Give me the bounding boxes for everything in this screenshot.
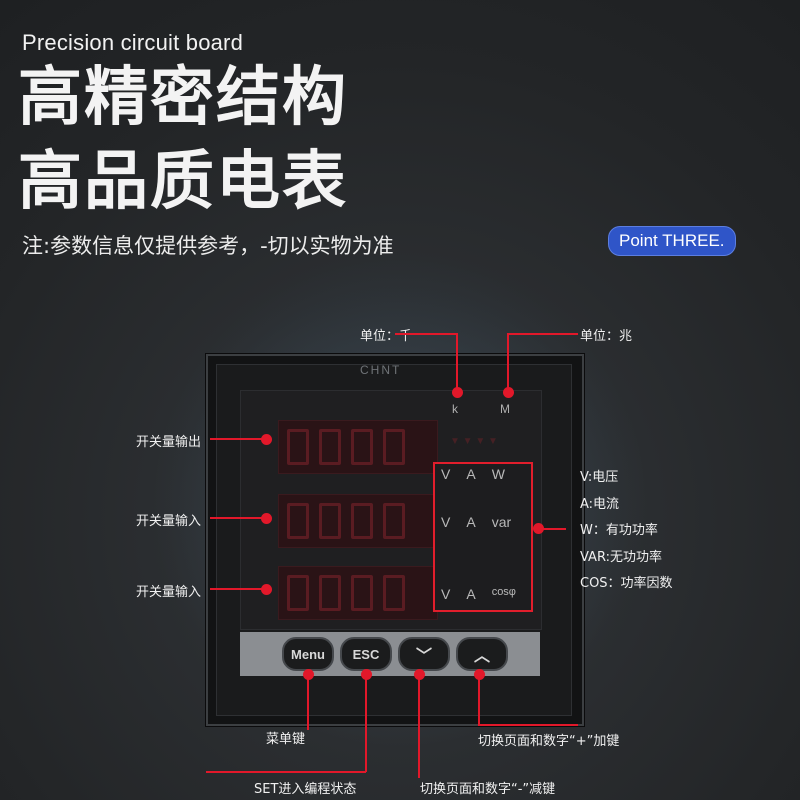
leader-line — [307, 675, 309, 730]
leader-line — [395, 333, 457, 335]
segment-digit — [383, 575, 405, 611]
label-switch-output: 开关量输出 — [136, 435, 202, 450]
label-minus-key: 切换页面和数字“-”减键 — [420, 782, 556, 797]
indicator-leds: ▼ ▼ ▼ ▼ — [450, 436, 498, 447]
unit-a: A — [466, 514, 476, 530]
leader-dot — [261, 584, 272, 595]
label-unit-mega: 单位：兆 — [580, 329, 633, 344]
legend-active-power: W：有功功率 — [580, 523, 658, 538]
display-row-3 — [278, 566, 438, 620]
disclaimer-note: 注:参数信息仅提供参考，-切以实物为准 — [22, 234, 394, 258]
leader-line — [478, 675, 480, 725]
leader-dot — [452, 387, 463, 398]
leader-line — [418, 675, 420, 778]
segment-digit — [383, 429, 405, 465]
legend-reactive-power: VAR:无功功率 — [580, 550, 662, 565]
leader-dot — [533, 523, 544, 534]
leader-dot — [261, 513, 272, 524]
units-panel — [433, 462, 533, 612]
label-switch-input-2: 开关量输入 — [136, 585, 202, 600]
unit-a: A — [466, 466, 476, 482]
leader-line — [210, 517, 265, 519]
leader-line — [206, 771, 366, 773]
segment-digit — [287, 503, 309, 539]
esc-button[interactable]: ESC — [340, 637, 392, 671]
leader-line — [478, 724, 578, 726]
label-unit-thousand: 单位：千 — [360, 329, 413, 344]
segment-digit — [319, 503, 341, 539]
unit-v: V — [441, 514, 451, 530]
leader-line — [540, 528, 566, 530]
segment-digit — [351, 429, 373, 465]
display-row-2 — [278, 494, 438, 548]
segment-digit — [319, 575, 341, 611]
leader-line — [508, 333, 578, 335]
menu-button[interactable]: Menu — [282, 637, 334, 671]
units-row-3: V A cosφ — [441, 586, 516, 602]
meter-brand-logo: CHNT — [360, 363, 402, 377]
up-button[interactable]: ︿ — [456, 637, 508, 671]
display-row-1 — [278, 420, 438, 474]
leader-dot — [414, 669, 425, 680]
leader-line — [456, 333, 458, 391]
legend-power-factor: COS：功率因数 — [580, 576, 673, 591]
segment-digit — [287, 429, 309, 465]
leader-line — [210, 438, 265, 440]
segment-digit — [351, 575, 373, 611]
leader-dot — [261, 434, 272, 445]
segment-digit — [287, 575, 309, 611]
unit-k-indicator: k — [452, 402, 458, 416]
leader-dot — [474, 669, 485, 680]
leader-dot — [503, 387, 514, 398]
leader-line — [507, 333, 509, 391]
units-row-1: V A W — [441, 466, 505, 482]
unit-v: V — [441, 586, 451, 602]
down-button[interactable]: ﹀ — [398, 637, 450, 671]
legend-current: A:电流 — [580, 497, 620, 512]
units-row-2: V A var — [441, 514, 511, 530]
unit-cos: cosφ — [491, 586, 516, 598]
leader-line — [210, 588, 265, 590]
unit-m-indicator: M — [500, 402, 510, 416]
segment-digit — [383, 503, 405, 539]
legend-voltage: V:电压 — [580, 470, 619, 485]
point-badge: Point THREE. — [608, 226, 736, 256]
subtitle-english: Precision circuit board — [22, 30, 244, 55]
segment-digit — [319, 429, 341, 465]
unit-v: V — [441, 466, 451, 482]
unit-var: var — [491, 514, 512, 530]
unit-w: W — [491, 466, 505, 482]
leader-line — [365, 675, 367, 772]
label-set-key: SET进入编程状态 — [254, 782, 357, 797]
leader-dot — [303, 669, 314, 680]
label-menu-key: 菜单键 — [266, 732, 306, 747]
leader-dot — [361, 669, 372, 680]
label-switch-input-1: 开关量输入 — [136, 514, 202, 529]
headline-quality-meter: 高品质电表 — [18, 145, 348, 219]
unit-a: A — [466, 586, 476, 602]
label-plus-key: 切换页面和数字“+”加键 — [478, 734, 620, 749]
segment-digit — [351, 503, 373, 539]
headline-precision-structure: 高精密结构 — [18, 61, 348, 135]
